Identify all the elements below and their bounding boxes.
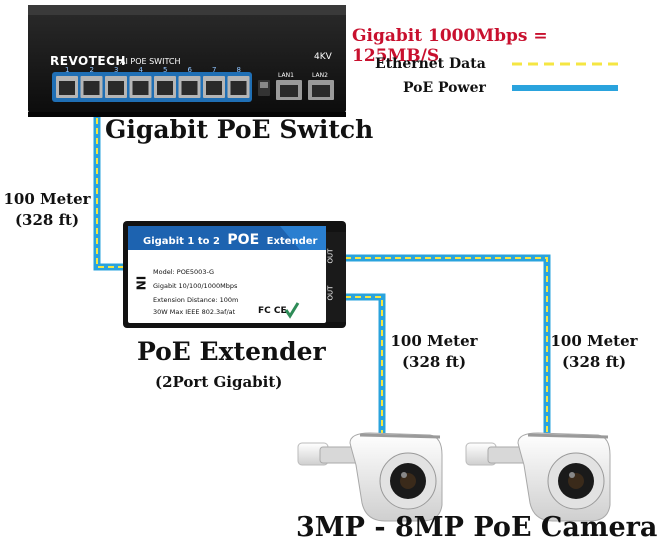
camera-2	[465, 432, 611, 522]
switch-port-number: 8	[236, 66, 241, 74]
legend-ethernet-label: Ethernet Data	[375, 56, 486, 72]
cable-1-distance-ft: (328 ft)	[14, 211, 80, 229]
poe-switch	[28, 5, 346, 117]
extender-subcaption: (2Port Gigabit)	[155, 373, 283, 391]
extender-out-label-1: OUT	[326, 248, 335, 264]
switch-port-number: 3	[114, 66, 119, 74]
switch-uplink-label-1: LAN1	[278, 72, 294, 79]
network-diagram: REVOTECH AI POE SWITCH 4KV 1 2 3 4 5 6 7 8 LAN1…	[2, 5, 657, 543]
switch-brand: REVOTECH	[50, 54, 126, 68]
camera-caption: 3MP - 8MP PoE Camera	[296, 512, 657, 543]
switch-port-socket	[157, 81, 173, 95]
extender-header-poe: POE	[227, 232, 260, 248]
switch-port-socket	[132, 81, 149, 95]
extender-spec-1: Model: POE5003-G	[153, 268, 215, 276]
extender-spec-3: Extension Distance: 100m	[153, 296, 239, 304]
diagram-canvas	[28, 5, 618, 522]
switch-port-socket	[83, 81, 100, 95]
cable-extender-to-camera-1	[345, 293, 386, 435]
cable-1-distance: 100 Meter	[3, 190, 91, 208]
extender-in-label: IN	[133, 275, 148, 291]
cable-2-distance: 100 Meter	[390, 332, 478, 350]
switch-port-number: 7	[212, 66, 217, 74]
switch-port-socket	[59, 81, 75, 95]
extender-caption: PoE Extender	[137, 337, 326, 366]
cable-1-label: 100 Meter (328 ft)	[2, 189, 92, 231]
extender-header-text: Gigabit 1 to 2 POE Extender	[143, 232, 318, 248]
extender-spec-4: 30W Max IEEE 802.3af/at	[153, 308, 236, 316]
switch-ports	[56, 76, 250, 98]
cable-2-label: 100 Meter (328 ft)	[388, 331, 480, 373]
camera-1	[297, 432, 443, 522]
legend-title: Gigabit 1000Mbps = 125MB/S	[352, 26, 548, 66]
extender-cert: FC CE	[258, 306, 287, 316]
poe-extender	[123, 221, 346, 328]
check-icon	[284, 302, 300, 319]
switch-port-socket	[230, 81, 247, 95]
cable-2-distance-ft: (328 ft)	[401, 353, 467, 371]
switch-uplink-label-2: LAN2	[312, 72, 328, 79]
switch-port-socket	[206, 81, 222, 95]
switch-port-number: 2	[89, 66, 94, 74]
switch-port-number: 4	[138, 66, 143, 74]
switch-port-number: 6	[187, 66, 192, 74]
switch-port-socket	[181, 81, 198, 95]
extender-spec-2: Gigabit 10/100/1000Mbps	[153, 282, 238, 290]
cable-switch-to-extender	[93, 108, 130, 271]
extender-out-label-2: OUT	[326, 285, 335, 301]
cable-3-label: 100 Meter (328 ft)	[548, 331, 640, 373]
switch-badge: 4KV	[314, 52, 332, 62]
legend-poe-label: PoE Power	[403, 80, 486, 96]
cable-extender-to-camera-2	[345, 254, 551, 435]
switch-model: AI POE SWITCH	[120, 57, 181, 66]
cable-3-distance-ft: (328 ft)	[561, 353, 627, 371]
switch-caption: Gigabit PoE Switch	[105, 115, 374, 144]
switch-port-number: 1	[65, 66, 70, 74]
switch-port-socket	[108, 81, 124, 95]
cable-3-distance: 100 Meter	[550, 332, 638, 350]
switch-port-number: 5	[163, 66, 168, 74]
